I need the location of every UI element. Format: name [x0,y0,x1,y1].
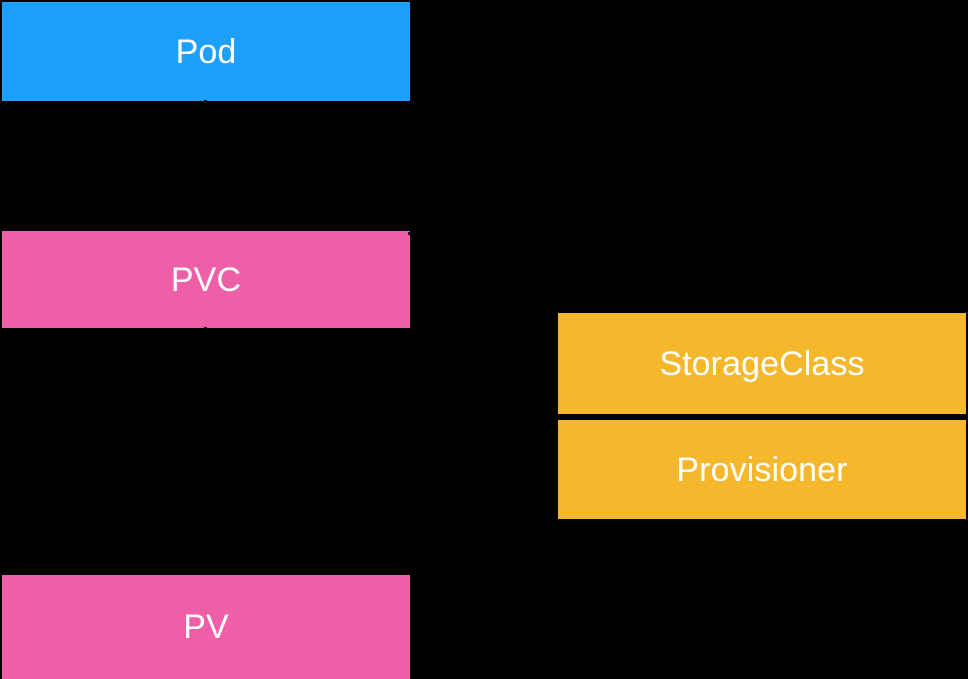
node-provisioner-label: Provisioner [676,450,848,489]
node-provisioner[interactable]: Provisioner [558,420,966,519]
edge-pvc-to-pv [204,327,207,330]
node-storageclass-label: StorageClass [659,344,865,383]
node-pod[interactable]: Pod [2,2,410,101]
node-storageclass[interactable]: StorageClass [558,313,966,414]
edge-pvc-to-storageclass [408,232,411,235]
node-pv-label: PV [183,608,229,646]
node-pvc-label: PVC [170,260,242,299]
node-pv[interactable]: PV [2,575,410,679]
node-pod-label: Pod [175,32,237,71]
node-pvc[interactable]: PVC [2,231,410,328]
edge-pod-to-pvc [204,100,207,103]
